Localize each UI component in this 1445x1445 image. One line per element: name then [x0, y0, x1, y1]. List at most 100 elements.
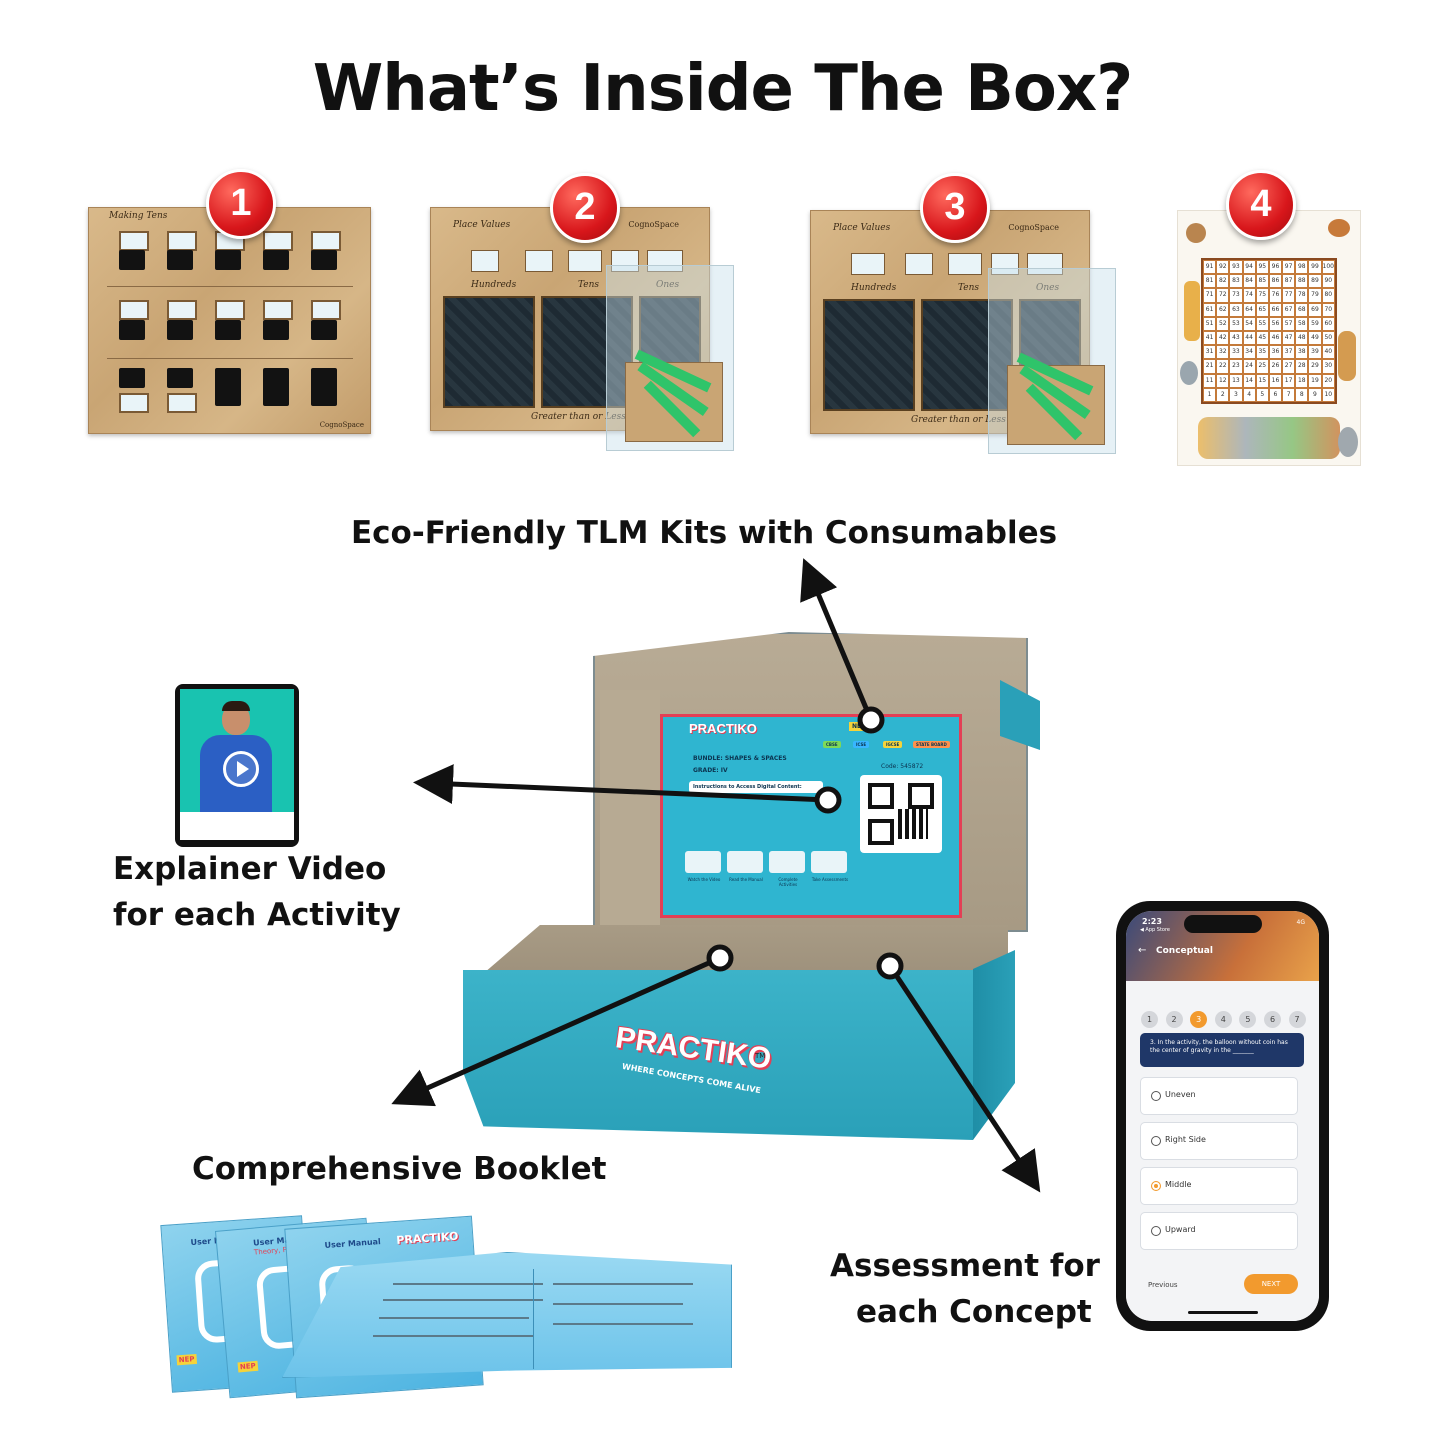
insert-grade: GRADE: IV: [693, 767, 728, 774]
chart-cell: 13: [1229, 373, 1243, 388]
insert-brand: PRACTIKO: [689, 721, 757, 736]
chart-cell: 100: [1321, 260, 1335, 275]
answer-option[interactable]: Right Side: [1140, 1122, 1298, 1160]
status-time: 2:23: [1142, 917, 1162, 926]
chart-cell: 49: [1308, 330, 1322, 346]
page-title: What’s Inside The Box?: [312, 52, 1134, 126]
chart-cell: 20: [1321, 373, 1335, 388]
black-slot: [119, 320, 145, 340]
consumables-bag: [988, 268, 1116, 454]
chart-cell: 82: [1216, 274, 1230, 289]
chart-cell: 17: [1282, 373, 1296, 388]
insert-instructions: Instructions to Access Digital Content:: [689, 781, 823, 793]
board-label: Place Values: [833, 223, 891, 233]
radio-icon[interactable]: [1151, 1091, 1161, 1101]
chart-cell: 77: [1282, 288, 1296, 303]
ones-label: Ones: [656, 280, 680, 290]
chart-cell: 45: [1255, 330, 1269, 346]
tens-label: Tens: [958, 283, 980, 293]
radio-icon[interactable]: [1151, 1181, 1161, 1191]
booklet-title: User Manual: [324, 1237, 382, 1250]
question-number-7[interactable]: 7: [1288, 1011, 1306, 1028]
white-tile: [167, 231, 197, 251]
chart-cell: 36: [1268, 345, 1283, 360]
black-slot: [215, 368, 241, 406]
step-label: Complete Activities: [778, 877, 798, 887]
assessment-label-line2: each Concept: [856, 1294, 1092, 1330]
question-number-5[interactable]: 5: [1239, 1011, 1257, 1028]
answer-option[interactable]: Uneven: [1140, 1077, 1298, 1115]
chart-cell: 6: [1268, 387, 1283, 402]
chart-cell: 59: [1308, 316, 1322, 331]
chart-cell: 72: [1216, 288, 1230, 303]
answer-option-label: Right Side: [1165, 1135, 1206, 1144]
chart-cell: 55: [1255, 316, 1269, 331]
previous-button[interactable]: Previous: [1148, 1281, 1178, 1289]
status-back-app[interactable]: ◀ App Store: [1140, 927, 1171, 933]
hundreds-label: Hundreds: [851, 283, 897, 293]
next-button[interactable]: NEXT: [1244, 1274, 1298, 1294]
smartphone: 2:23 ◀ App Store 4G ← Conceptual 3. In t…: [1116, 901, 1329, 1331]
black-slot: [167, 368, 193, 388]
chart-cell: 18: [1295, 373, 1309, 388]
play-icon[interactable]: [223, 751, 259, 787]
phone-screen: 2:23 ◀ App Store 4G ← Conceptual 3. In t…: [1126, 911, 1319, 1321]
answer-option[interactable]: Upward: [1140, 1212, 1298, 1250]
chart-cell: 75: [1255, 288, 1269, 303]
chart-cell: 65: [1255, 302, 1269, 317]
assessment-label-line1: Assessment for: [830, 1248, 1100, 1284]
chart-cell: 22: [1216, 359, 1230, 374]
board-label: Making Tens: [109, 211, 168, 221]
chart-cell: 56: [1268, 316, 1283, 331]
back-arrow-icon[interactable]: ←: [1138, 945, 1147, 956]
tlm-kits-label: Eco-Friendly TLM Kits with Consumables: [351, 515, 1058, 551]
board-chip: CBSE: [823, 741, 841, 748]
board-label: Place Values: [453, 220, 511, 230]
status-network: 4G: [1296, 919, 1305, 926]
insert-bundle: BUNDLE: SHAPES & SPACES: [693, 755, 787, 762]
chart-cell: 74: [1242, 288, 1256, 303]
chart-cell: 96: [1268, 260, 1283, 275]
chart-cell: 41: [1203, 330, 1217, 346]
chart-cell: 39: [1308, 345, 1322, 360]
answer-option[interactable]: Middle: [1140, 1167, 1298, 1205]
chart-cell: 37: [1282, 345, 1296, 360]
question-number-6[interactable]: 6: [1264, 1011, 1281, 1028]
white-tile: [119, 393, 149, 413]
chart-cell: 99: [1308, 260, 1322, 275]
chart-cell: 46: [1268, 330, 1283, 346]
chart-cell: 29: [1308, 359, 1322, 374]
chart-cell: 34: [1242, 345, 1256, 360]
white-tile: [167, 393, 197, 413]
chart-cell: 79: [1308, 288, 1322, 303]
question-number-2[interactable]: 2: [1165, 1011, 1183, 1028]
explainer-video-label-line1: Explainer Video: [113, 851, 387, 887]
question-number-3[interactable]: 3: [1190, 1011, 1208, 1028]
radio-icon[interactable]: [1151, 1226, 1161, 1236]
place-values-board-1: Place Values CognoSpace Hundreds Tens On…: [430, 207, 710, 431]
chart-cell: 86: [1268, 274, 1283, 289]
chart-cell: 66: [1268, 302, 1283, 317]
chart-cell: 12: [1216, 373, 1230, 388]
radio-icon[interactable]: [1151, 1136, 1161, 1146]
step-image: [769, 851, 805, 873]
box-side: [973, 950, 1015, 1140]
chart-cell: 11: [1203, 373, 1217, 388]
explainer-video-label-line2: for each Activity: [113, 897, 401, 933]
chart-cell: 52: [1216, 316, 1230, 331]
board-footer: Greater than or Less than: [531, 412, 650, 422]
white-tile: [215, 300, 245, 320]
chart-cell: 48: [1295, 330, 1309, 346]
black-slot: [119, 368, 145, 388]
chart-cell: 1: [1203, 387, 1217, 402]
chart-cell: 53: [1229, 316, 1243, 331]
white-tile: [263, 300, 293, 320]
chart-cell: 9: [1308, 387, 1322, 402]
step-label: Watch the Video: [687, 877, 721, 882]
question-number-1[interactable]: 1: [1141, 1011, 1158, 1028]
question-number-4[interactable]: 4: [1214, 1011, 1232, 1028]
nep-badge: NEP: [237, 1360, 259, 1373]
chart-cell: 14: [1242, 373, 1256, 388]
chart-cell: 89: [1308, 274, 1322, 289]
black-slot: [311, 250, 337, 270]
